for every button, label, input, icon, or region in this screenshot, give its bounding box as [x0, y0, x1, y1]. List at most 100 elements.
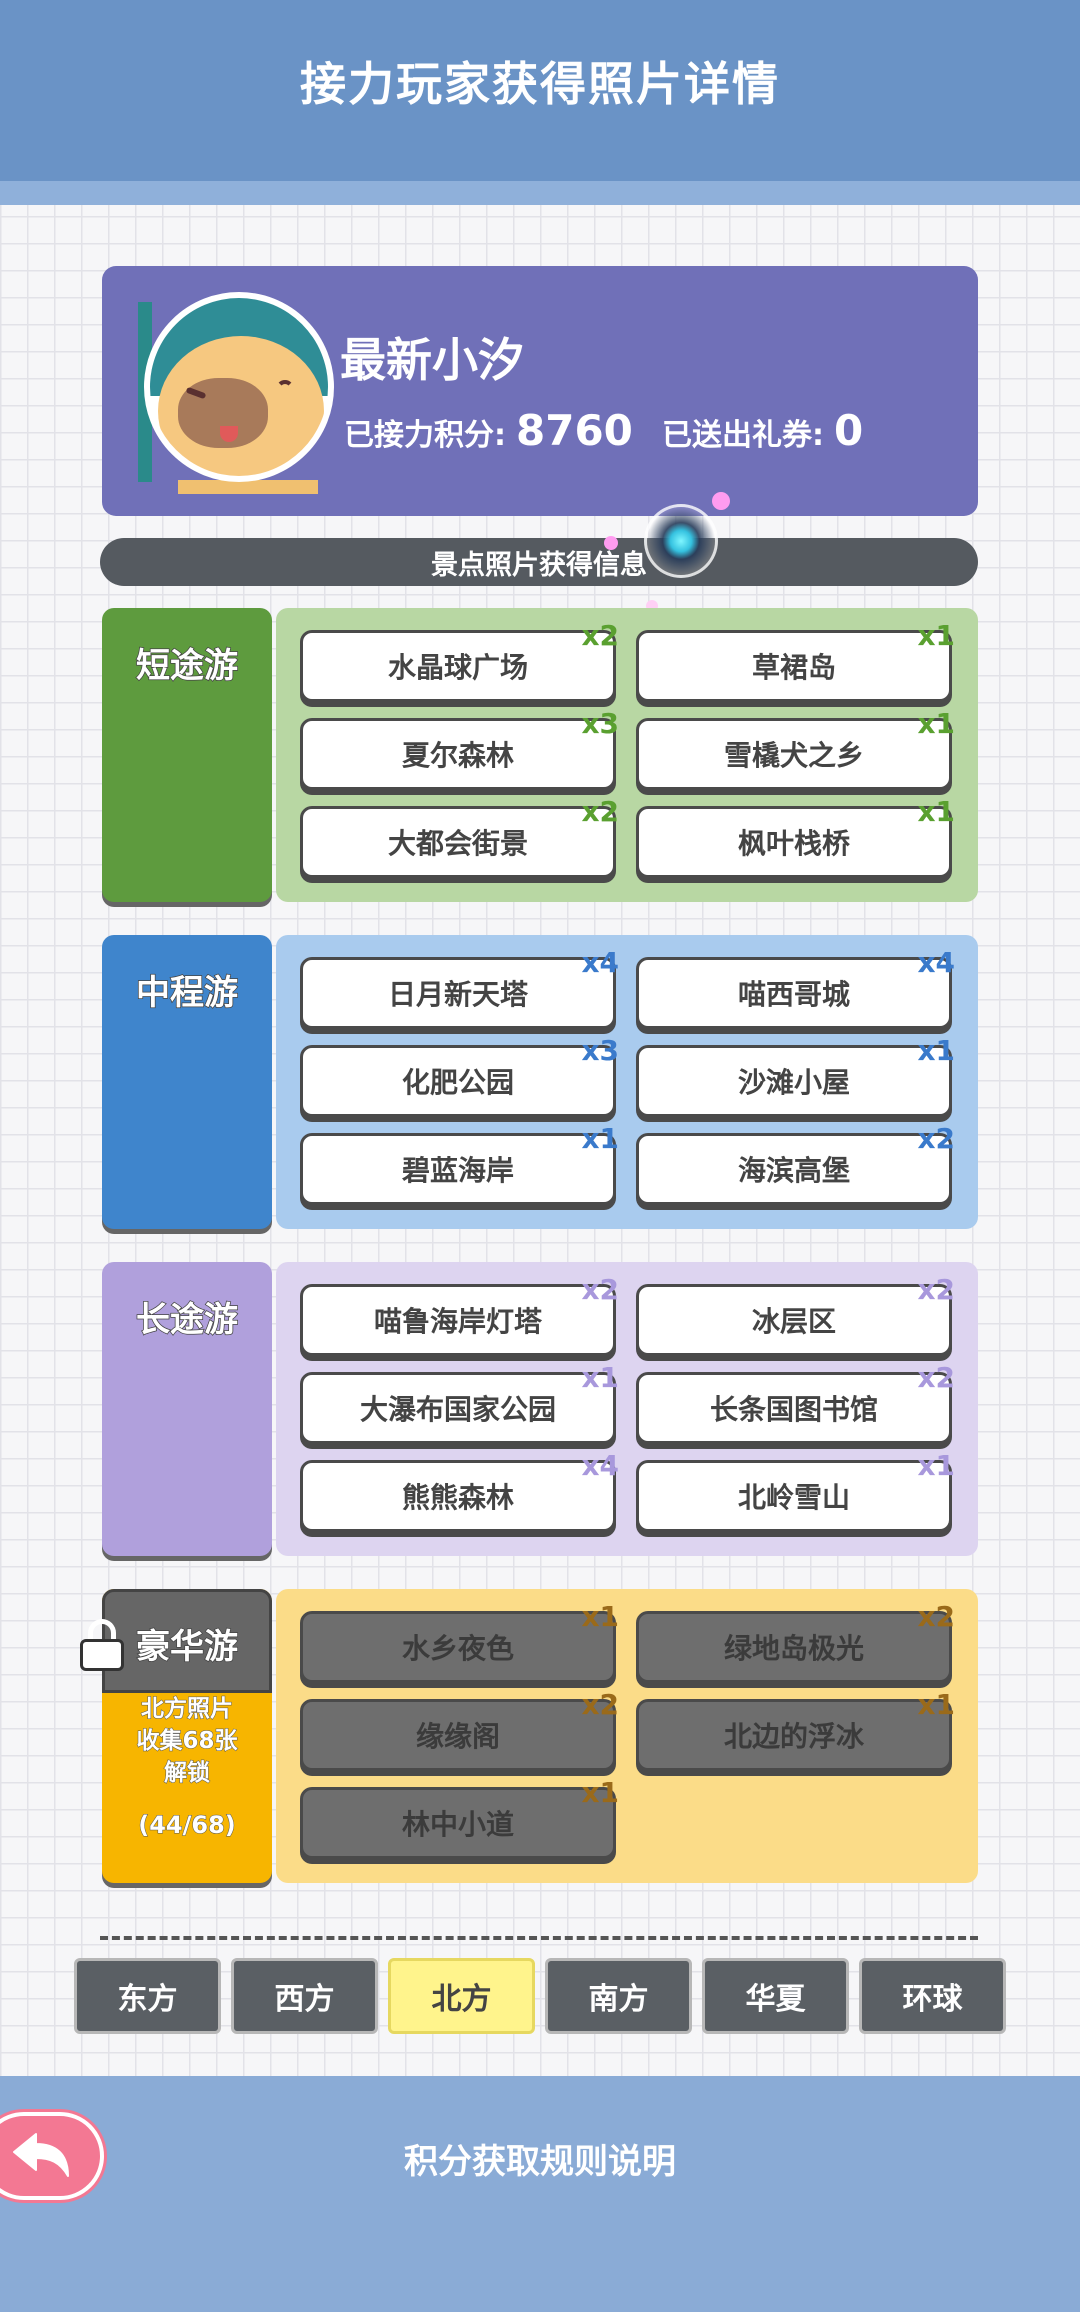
profile-card: 最新小汐 已接力积分: 8760 已送出礼券: 0: [102, 266, 978, 516]
photo-info-label: 景点照片获得信息: [431, 549, 647, 581]
photo-card-name: 缘缘阁: [415, 1720, 500, 1753]
tab-mid-trip-label: 中程游: [135, 972, 239, 1014]
photo-card[interactable]: 枫叶栈桥 x1: [636, 795, 955, 878]
photo-card[interactable]: 草裙岛 x1: [636, 619, 955, 702]
header-bar: 接力玩家获得照片详情: [0, 0, 1080, 205]
sparkle-effect-icon: [644, 504, 718, 578]
tab-luxury-trip-label: 豪华游: [135, 1626, 239, 1668]
photo-card-name: 雪橇犬之乡: [723, 739, 864, 772]
rules-link[interactable]: 积分获取规则说明: [404, 2142, 676, 2182]
photo-card-count: x3: [581, 1034, 619, 1067]
photo-card-name: 林中小道: [401, 1808, 514, 1841]
photo-card-name: 冰层区: [751, 1305, 836, 1338]
photo-card-count: x1: [581, 1361, 619, 1394]
photo-card-name: 北边的浮冰: [723, 1720, 864, 1753]
photo-card[interactable]: 北岭雪山 x1: [636, 1449, 955, 1532]
photo-card-name: 熊熊森林: [401, 1481, 514, 1514]
photo-card[interactable]: 大都会街景 x2: [300, 795, 619, 878]
avatar: [138, 292, 334, 494]
photo-card-locked[interactable]: 水乡夜色 x1: [300, 1600, 619, 1683]
photo-card-count: x1: [917, 619, 955, 652]
tab-region-east[interactable]: 东方: [74, 1958, 221, 2034]
photo-card-name: 水晶球广场: [387, 651, 528, 684]
photo-card-count: x2: [917, 1361, 955, 1394]
player-name: 最新小汐: [340, 333, 524, 387]
gifts-stat: 已送出礼券: 0: [662, 406, 863, 455]
photo-card-count: x1: [917, 795, 955, 828]
back-button[interactable]: [0, 2112, 104, 2200]
photo-card-count: x2: [581, 1688, 619, 1721]
photo-card[interactable]: 夏尔森林 x3: [300, 707, 619, 790]
luxury-tab-header: [102, 1589, 272, 1693]
photo-card-name: 长条国图书馆: [709, 1393, 878, 1426]
tab-region-huaxia[interactable]: 华夏: [702, 1958, 849, 2034]
photo-card[interactable]: 喵西哥城 x4: [636, 946, 955, 1029]
photo-card-name: 草裙岛: [751, 651, 836, 684]
photo-card[interactable]: 化肥公园 x3: [300, 1034, 619, 1117]
gifts-value: 0: [834, 406, 864, 455]
photo-card-count: x4: [581, 946, 619, 979]
tab-long-trip-label: 长途游: [135, 1299, 239, 1341]
sparkle-dot-icon: [604, 536, 618, 550]
unlock-note-line: 解锁: [164, 1760, 211, 1787]
photo-card[interactable]: 熊熊森林 x4: [300, 1449, 619, 1532]
lock-icon: [80, 1619, 124, 1671]
photo-card-name: 沙滩小屋: [737, 1066, 850, 1099]
photo-card-count: x2: [917, 1273, 955, 1306]
photo-card-name: 喵西哥城: [737, 978, 850, 1011]
tab-short-trip: 短途游: [102, 608, 272, 902]
tab-region-north[interactable]: 北方: [388, 1958, 535, 2034]
divider: [100, 1936, 978, 1940]
photo-card-name: 日月新天塔: [387, 978, 528, 1011]
photo-card-count: x2: [581, 1273, 619, 1306]
unlock-progress: (44/68): [138, 1811, 237, 1840]
photo-card-locked[interactable]: 缘缘阁 x2: [300, 1688, 619, 1771]
photo-card-count: x1: [581, 1600, 619, 1633]
photo-card-count: x4: [917, 946, 955, 979]
photo-card-name: 大都会街景: [387, 827, 528, 860]
sparkle-dot-icon: [712, 492, 730, 510]
back-arrow-icon: [13, 2133, 69, 2177]
photo-card-name: 夏尔森林: [401, 739, 514, 772]
photo-card[interactable]: 日月新天塔 x4: [300, 946, 619, 1029]
photo-card-count: x2: [581, 795, 619, 828]
photo-card-count: x2: [917, 1122, 955, 1155]
tab-luxury-trip: 豪华游 北方照片 收集68张 解锁 (44/68): [80, 1589, 272, 1883]
tab-long-trip: 长途游: [102, 1262, 272, 1556]
photo-card-count: x1: [917, 1688, 955, 1721]
unlock-requirement: 北方照片 收集68张 解锁: [102, 1693, 272, 1789]
photo-card-name: 化肥公园: [401, 1066, 514, 1099]
tab-region-global[interactable]: 环球: [859, 1958, 1006, 2034]
photo-card-locked[interactable]: 北边的浮冰 x1: [636, 1688, 955, 1771]
tab-mid-trip: 中程游: [102, 935, 272, 1229]
photo-card[interactable]: 长条国图书馆 x2: [636, 1361, 955, 1444]
tab-region-west[interactable]: 西方: [231, 1958, 378, 2034]
photo-card-name: 枫叶栈桥: [737, 827, 850, 860]
photo-card-count: x4: [581, 1449, 619, 1482]
photo-card-name: 碧蓝海岸: [401, 1154, 514, 1187]
footer-bar: 积分获取规则说明: [0, 2076, 1080, 2312]
photo-card-count: x1: [917, 1449, 955, 1482]
points-value: 8760: [516, 406, 633, 455]
tab-region-south[interactable]: 南方: [545, 1958, 692, 2034]
photo-card[interactable]: 喵鲁海岸灯塔 x2: [300, 1273, 619, 1356]
photo-card-count: x3: [581, 707, 619, 740]
tab-short-trip-label: 短途游: [135, 645, 239, 687]
photo-card-name: 喵鲁海岸灯塔: [373, 1305, 542, 1338]
photo-card-name: 水乡夜色: [401, 1632, 514, 1665]
photo-card-name: 北岭雪山: [737, 1481, 850, 1514]
photo-card[interactable]: 冰层区 x2: [636, 1273, 955, 1356]
unlock-note-line: 北方照片: [141, 1696, 234, 1723]
